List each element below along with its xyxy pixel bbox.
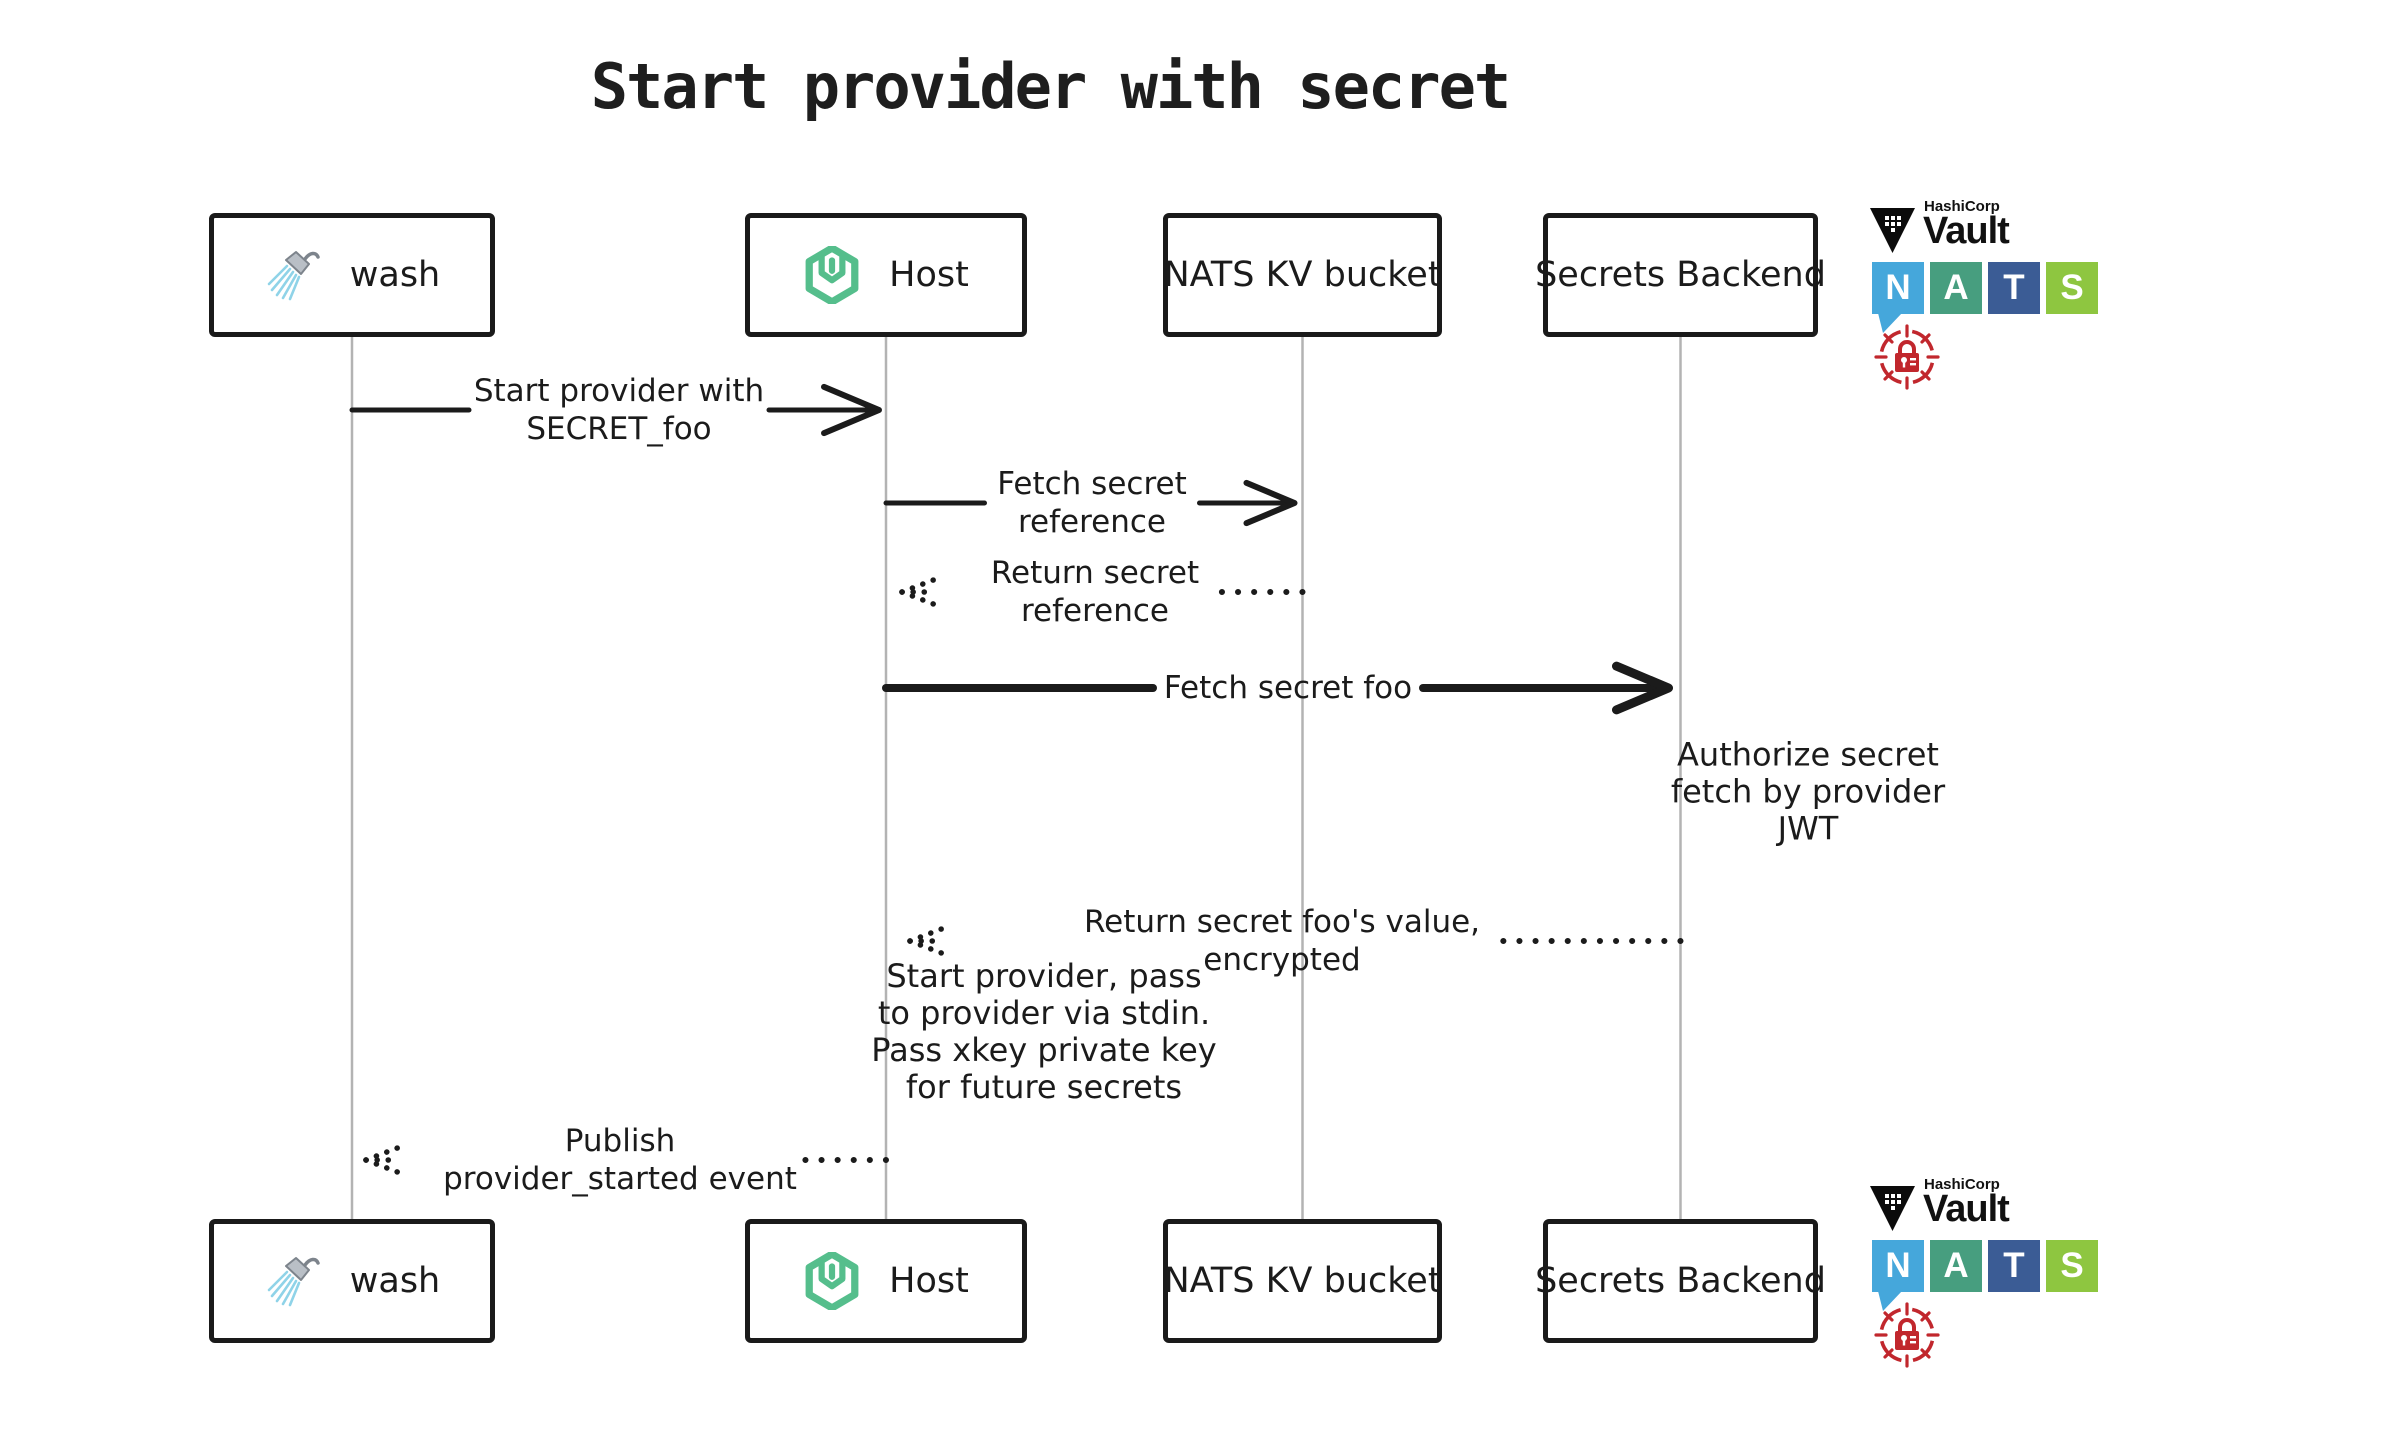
shower-icon <box>267 1257 320 1307</box>
wasmcloud-icon <box>805 1252 859 1310</box>
arrowhead <box>821 383 882 437</box>
actor-box-secrets-bottom: Secrets Backend <box>1535 1219 1826 1343</box>
nats-tile-t: T <box>1988 1240 2040 1292</box>
dotted-arrowhead <box>899 576 939 608</box>
nats-bubble-tail <box>1878 313 1908 339</box>
message-label: Fetch secret foo <box>1163 670 1413 706</box>
actor-label: wash <box>349 1261 441 1301</box>
vault-logo-icon <box>1870 1186 1915 1231</box>
shower-icon-wrap <box>264 247 322 303</box>
nats-tile-s: S <box>2046 262 2098 314</box>
message-label: Publish provider_started event <box>443 1123 797 1197</box>
actor-label: Host <box>889 255 969 295</box>
vault-logo <box>1870 208 1915 258</box>
shower-icon <box>267 251 320 301</box>
shower-icon-wrap <box>264 1253 322 1309</box>
stdin-note: Start provider, pass to provider via std… <box>871 957 1217 1106</box>
actor-label: NATS KV bucket <box>1163 255 1442 295</box>
diagram-title: Start provider with secret <box>590 50 1512 123</box>
actor-box-secrets-top: Secrets Backend <box>1535 213 1826 337</box>
actor-box-host-top: Host <box>745 213 1027 337</box>
nats-tile-s: S <box>2046 1240 2098 1292</box>
message-label: Return secret reference <box>990 555 1200 629</box>
nats-tile-a: A <box>1930 1240 1982 1292</box>
actor-label: Host <box>889 1261 969 1301</box>
actor-label: NATS KV bucket <box>1163 1261 1442 1301</box>
actor-box-host-bottom: Host <box>745 1219 1027 1343</box>
actor-label: Secrets Backend <box>1535 255 1826 295</box>
vault-product-text: Vault <box>1923 210 2010 252</box>
nats-tile-n: N <box>1872 1240 1924 1292</box>
message-label: Start provider with SECRET_foo <box>473 373 765 447</box>
secrets-lock-logo <box>1874 324 1940 394</box>
wasmcloud-icon-wrap <box>803 246 861 304</box>
vault-company-text: HashiCorp <box>1924 1176 2000 1193</box>
secrets-lock-logo <box>1874 1302 1940 1372</box>
arrowhead <box>1612 661 1673 715</box>
secrets-lock-icon <box>1874 1302 1940 1368</box>
wasmcloud-icon-wrap <box>803 1252 861 1310</box>
actor-label: Secrets Backend <box>1535 1261 1826 1301</box>
actor-box-nats-bottom: NATS KV bucket <box>1163 1219 1442 1343</box>
message-label: Fetch secret reference <box>997 466 1187 540</box>
vault-product-text: Vault <box>1923 1188 2010 1230</box>
vault-logo <box>1870 1186 1915 1236</box>
actor-label: wash <box>349 255 441 295</box>
authorize-note: Authorize secret fetch by provider JWT <box>1670 735 1946 848</box>
actor-box-nats-top: NATS KV bucket <box>1163 213 1442 337</box>
nats-bubble-tail <box>1878 1291 1908 1317</box>
vault-logo-icon <box>1870 208 1915 253</box>
nats-tile-a: A <box>1930 262 1982 314</box>
nats-tile-t: T <box>1988 262 2040 314</box>
actor-box-wash-bottom: wash <box>209 1219 495 1343</box>
dotted-arrowhead <box>363 1144 403 1176</box>
actor-box-wash-top: wash <box>209 213 495 337</box>
dotted-arrowhead <box>907 925 947 957</box>
vault-company-text: HashiCorp <box>1924 198 2000 215</box>
message-label: Return secret foo's value, encrypted <box>1083 904 1481 978</box>
arrowhead <box>1243 479 1298 527</box>
secrets-lock-icon <box>1874 324 1940 390</box>
wasmcloud-icon <box>805 246 859 304</box>
nats-tile-n: N <box>1872 262 1924 314</box>
